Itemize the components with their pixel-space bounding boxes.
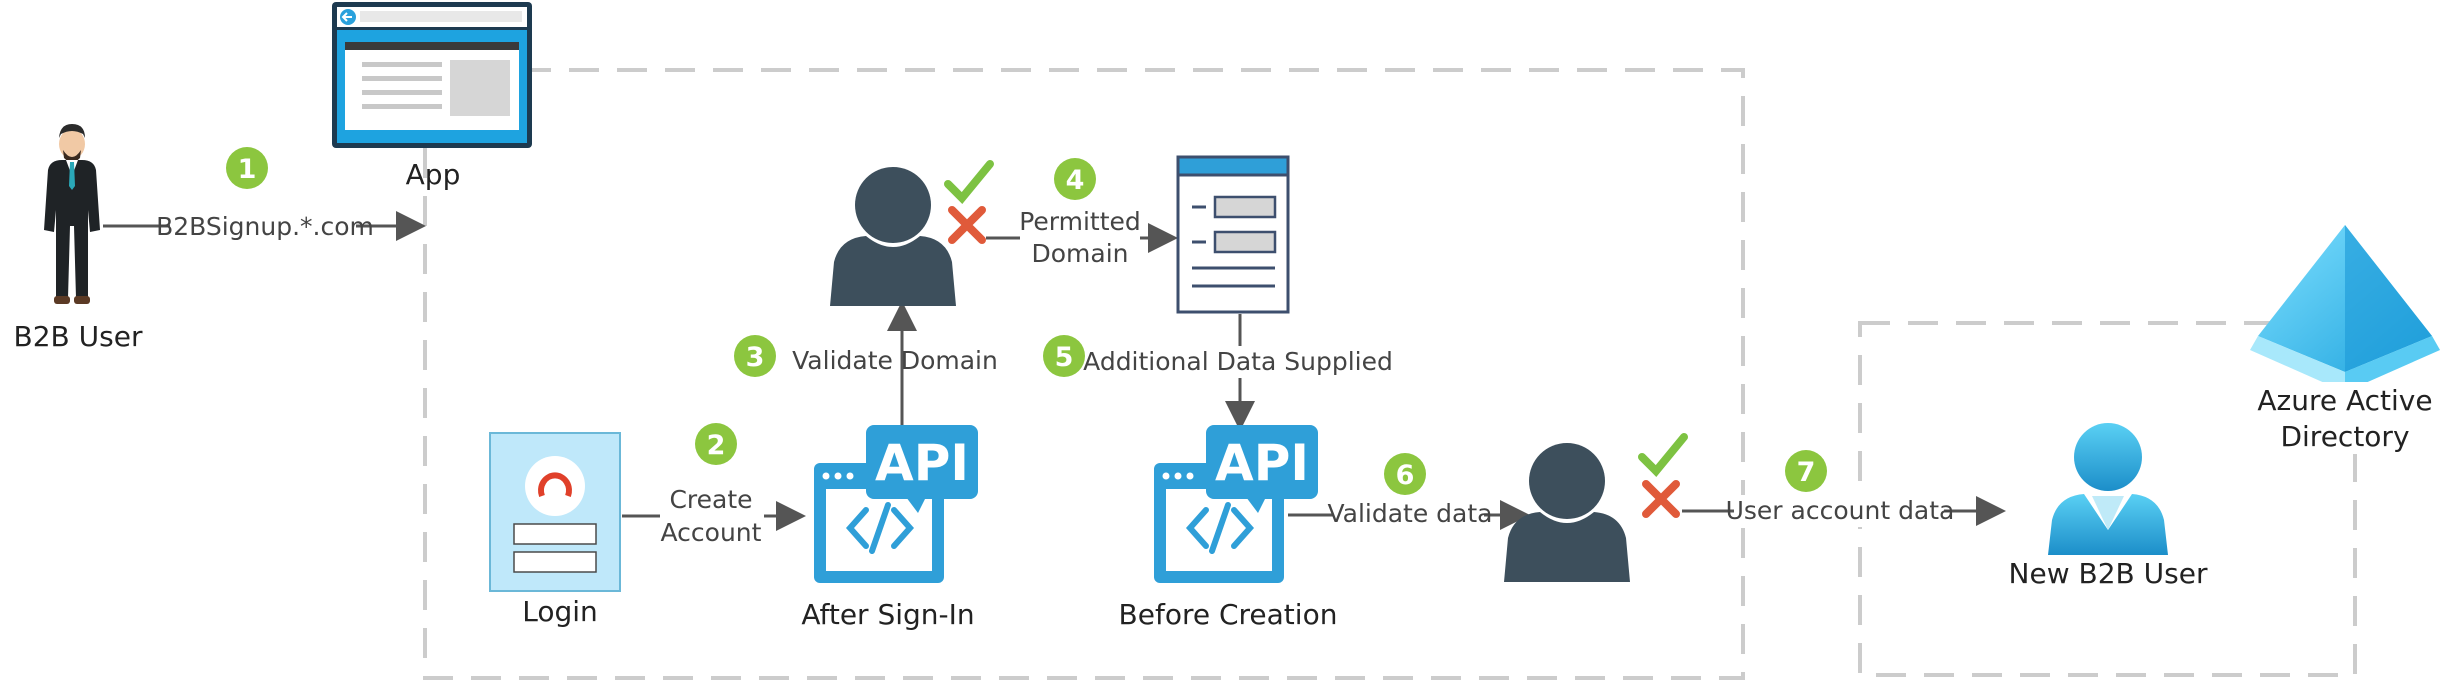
data-validator-person-icon xyxy=(1504,443,1630,582)
step-6-number: 6 xyxy=(1396,460,1415,491)
validate-data-check-icon xyxy=(1638,433,1688,477)
after-signin-label: After Sign-In xyxy=(801,598,974,631)
step-4-label-line1: Permitted xyxy=(1019,207,1141,236)
app-window-icon xyxy=(332,2,532,148)
azure-ad-label-line2: Directory xyxy=(2280,420,2409,453)
step-3-badge xyxy=(734,335,776,377)
validate-domain-cross-icon xyxy=(948,206,986,244)
before-creation-api-badge: API xyxy=(1215,434,1309,492)
step-3-label: Validate Domain xyxy=(792,346,998,375)
step-5-label: Additional Data Supplied xyxy=(1083,347,1393,376)
b2b-user-label: B2B User xyxy=(14,320,143,353)
step-6-badge xyxy=(1384,453,1426,495)
step-1-badge xyxy=(226,147,268,189)
validate-domain-check-icon xyxy=(944,160,994,204)
step-6-label: Validate data xyxy=(1327,499,1492,528)
step-3-number: 3 xyxy=(746,342,765,373)
azure-active-directory-icon xyxy=(2250,225,2440,392)
step-1-number: 1 xyxy=(238,154,257,185)
after-signin-api-icon xyxy=(814,425,978,583)
azure-ad-label-line1: Azure Active xyxy=(2257,384,2432,417)
login-card-icon xyxy=(489,432,621,592)
login-label: Login xyxy=(522,595,598,628)
step-5-badge xyxy=(1043,335,1085,377)
validate-data-cross-icon xyxy=(1642,480,1680,518)
app-label: App xyxy=(406,158,461,191)
before-creation-api-icon xyxy=(1154,425,1318,583)
new-b2b-user-label: New B2B User xyxy=(2009,557,2208,590)
step-7-badge xyxy=(1785,450,1827,492)
domain-validator-person-icon xyxy=(830,167,956,306)
step-2-number: 2 xyxy=(707,430,726,461)
step-2-label-line1: Create xyxy=(669,485,752,514)
after-signin-api-badge: API xyxy=(875,434,969,492)
step-5-number: 5 xyxy=(1055,342,1074,373)
step-2-label-line2: Account xyxy=(661,518,762,547)
before-creation-label: Before Creation xyxy=(1119,598,1338,631)
b2b-user-figure xyxy=(44,124,100,304)
step-4-label-line2: Domain xyxy=(1031,239,1128,268)
new-b2b-user-icon xyxy=(2048,423,2168,555)
step-4-number: 4 xyxy=(1066,165,1085,196)
step-2-badge xyxy=(695,423,737,465)
step-7-number: 7 xyxy=(1797,457,1816,488)
step-4-badge xyxy=(1054,158,1096,200)
step-1-label: B2BSignup.*.com xyxy=(156,212,374,241)
additional-data-form-icon xyxy=(1176,155,1290,314)
step-7-label: User account data xyxy=(1726,496,1955,525)
